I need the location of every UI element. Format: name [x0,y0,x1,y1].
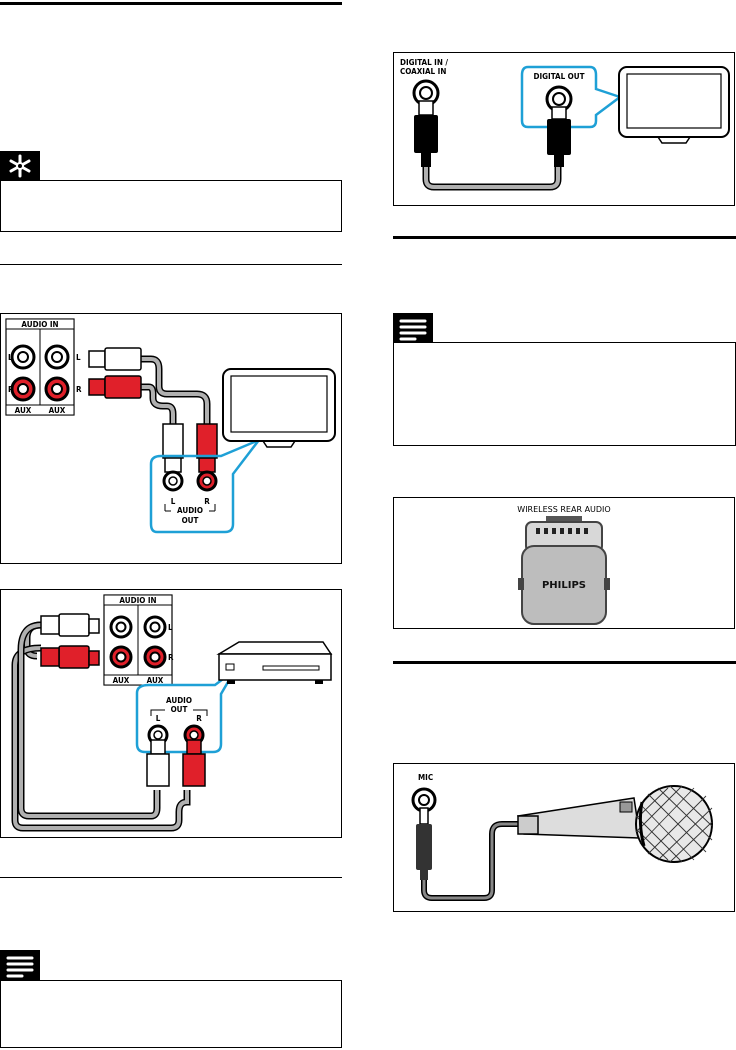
tip-box [0,180,342,232]
note-box-right [393,342,736,446]
note-icon [6,956,34,978]
aux-tv-out-r: R [204,497,210,506]
tv-icon [222,368,336,448]
section-rule-right-2 [393,661,736,664]
aux-tv-panel-title: AUDIO IN [21,320,58,329]
coax-label-1: DIGITAL IN / [400,58,448,67]
aux-player-aux1: AUX [113,676,130,685]
diagram-aux-tv: AUDIO IN AUX AUX L R L R L [0,313,342,564]
aux-tv-l1: L [8,353,13,362]
diagram-aux-player: AUDIO IN AUX AUX L R L R AUDIO OUT L R [0,589,342,838]
diagram-coaxial: DIGITAL IN / COAXIAL IN DIGITAL OUT [393,52,735,206]
media-player-icon [216,641,333,684]
mic-label: MIC [418,773,433,782]
aux-player-l2: L [168,623,173,632]
section-rule-right-1 [393,236,736,239]
diagram-mic: MIC [393,763,735,912]
aux-tv-aux1: AUX [15,406,32,415]
note-tab-left [0,950,40,980]
aux-tv-r2: R [76,385,82,394]
page-divider [356,0,364,1050]
tip-tab [0,151,40,181]
aux-player-out-r: R [196,714,202,723]
aux-player-r2: R [168,653,174,662]
wireless-brand: PHILIPS [542,580,586,591]
divider-left-2 [0,877,342,878]
coax-out-label: DIGITAL OUT [533,72,584,81]
note-icon [399,319,427,341]
wireless-title: WIRELESS REAR AUDIO [517,505,610,514]
note-tab-right [393,313,433,343]
aux-player-aux2: AUX [147,676,164,685]
wireless-adapter-icon: PHILIPS [518,516,610,625]
aux-player-out-label1: AUDIO [166,696,192,705]
aux-player-out-label2: OUT [171,705,188,714]
aux-player-panel-title: AUDIO IN [119,596,156,605]
aux-tv-aux2: AUX [49,406,66,415]
aux-tv-out-label2: OUT [182,516,199,525]
microphone-icon [517,785,713,863]
asterisk-icon [9,154,31,178]
section-rule-top-left [0,2,342,5]
note-box-left [0,980,342,1048]
aux-tv-out-label1: AUDIO [177,506,203,515]
aux-tv-r1: R [8,385,14,394]
aux-player-out-l: L [156,714,161,723]
divider-left-1 [0,264,342,265]
coax-label-2: COAXIAL IN [400,67,446,76]
aux-tv-out-l: L [171,497,176,506]
tv-icon [618,66,730,144]
aux-tv-l2: L [76,353,81,362]
diagram-wireless: WIRELESS REAR AUDIO PHILIPS [393,497,735,629]
